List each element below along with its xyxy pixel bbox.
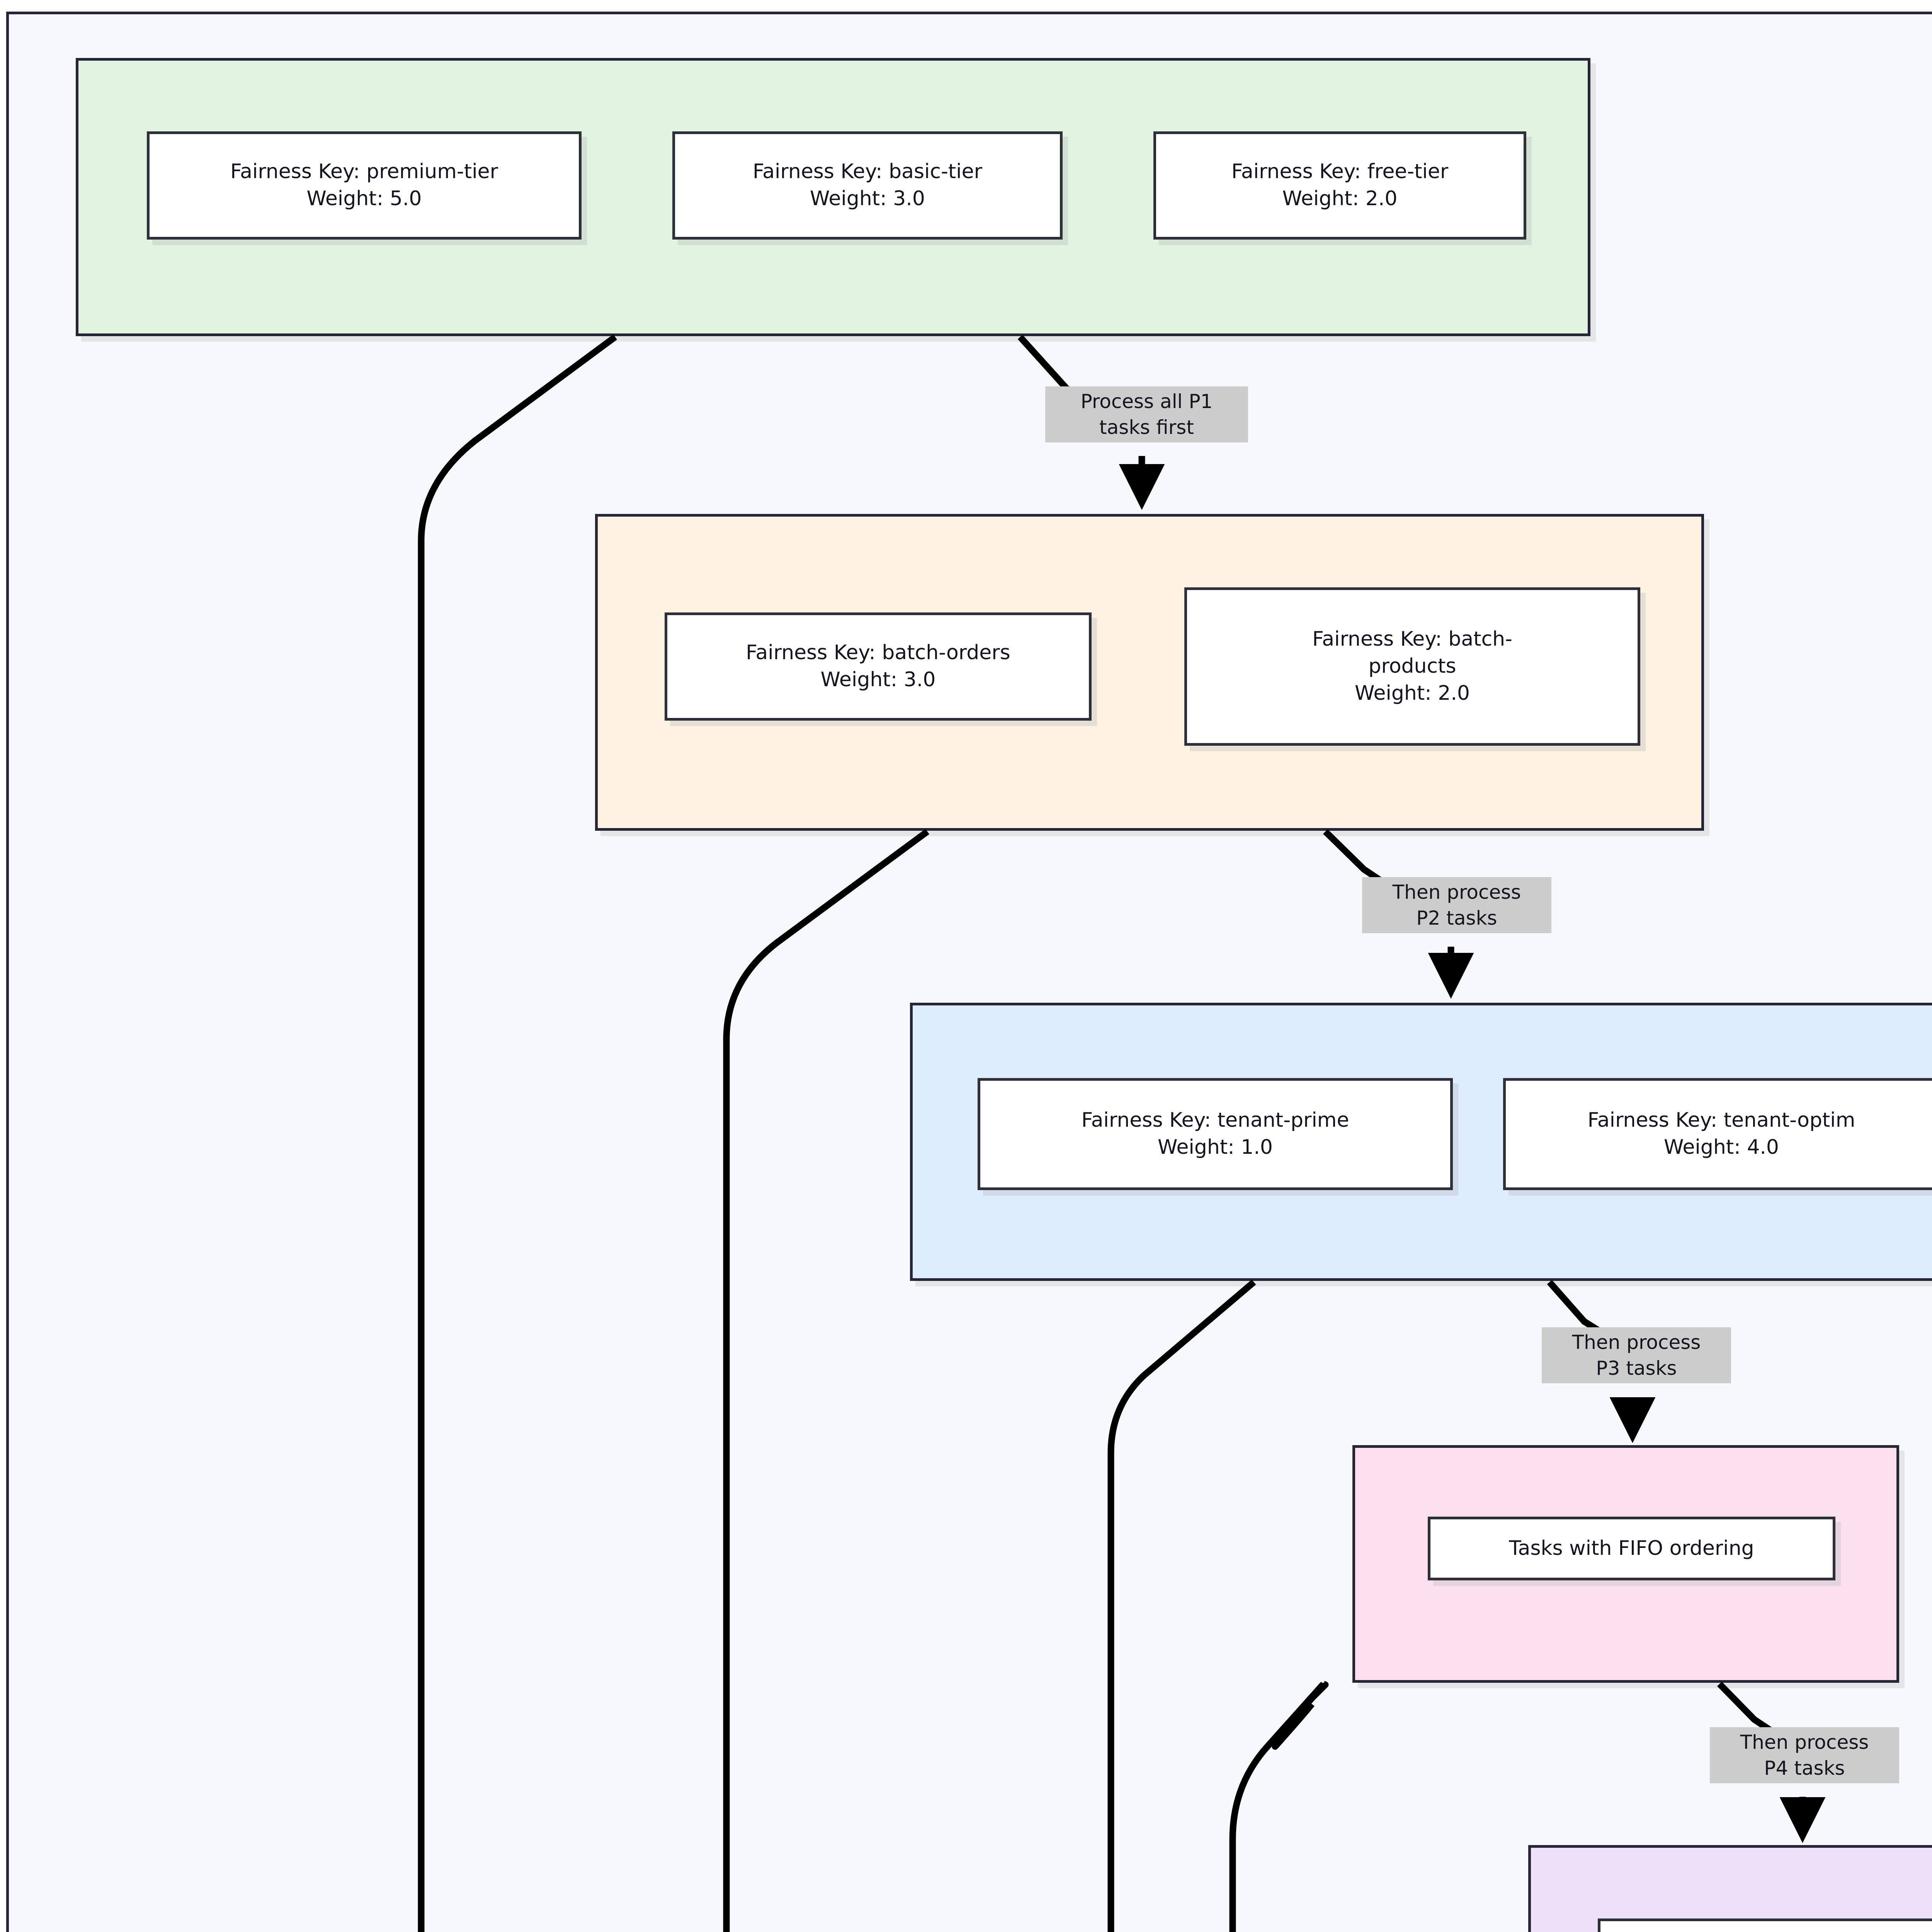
cluster-priority-level-5[interactable] (1528, 1845, 1932, 1932)
node-fairness-batch-products[interactable]: Fairness Key: batch- products Weight: 2.… (1184, 587, 1640, 746)
edge-label-then-process-p3: Then process P3 tasks (1542, 1327, 1731, 1383)
node-fairness-batch-orders[interactable]: Fairness Key: batch-orders Weight: 3.0 (665, 612, 1092, 721)
node-line: Weight: 2.0 (1355, 681, 1470, 705)
edge-label-line: Process all P1 (1080, 390, 1213, 413)
node-fairness-tenant-prime[interactable]: Fairness Key: tenant-prime Weight: 1.0 (978, 1078, 1453, 1190)
edge-label-process-all-p1: Process all P1 tasks first (1045, 386, 1248, 442)
node-line: Fairness Key: basic-tier (752, 160, 983, 184)
node-line: Weight: 1.0 (1158, 1136, 1273, 1159)
edge-label-line: Then process (1740, 1731, 1869, 1753)
node-line: Fairness Key: batch-orders (746, 641, 1010, 665)
node-p4-fifo-tasks[interactable]: Tasks with FIFO ordering (1428, 1517, 1835, 1580)
node-line: Fairness Key: premium-tier (230, 160, 498, 184)
node-line: Weight: 3.0 (810, 187, 925, 210)
node-line: Weight: 4.0 (1664, 1136, 1779, 1159)
edge-label-line: P3 tasks (1596, 1357, 1677, 1379)
node-line: Tasks with FIFO ordering (1509, 1536, 1754, 1560)
edge-label-line: Then process (1392, 881, 1521, 903)
node-line: Weight: 2.0 (1282, 187, 1398, 210)
node-line: Fairness Key: tenant-optim (1587, 1109, 1855, 1132)
node-fairness-basic-tier[interactable]: Fairness Key: basic-tier Weight: 3.0 (672, 131, 1063, 240)
edge-label-then-process-p4: Then process P4 tasks (1710, 1727, 1899, 1783)
node-line: products (1368, 655, 1456, 678)
node-line: Fairness Key: batch- (1312, 628, 1512, 651)
node-line: Weight: 5.0 (306, 187, 422, 210)
edge-label-line: P2 tasks (1416, 906, 1497, 929)
node-line: Fairness Key: tenant-prime (1081, 1109, 1349, 1132)
node-fairness-premium-tier[interactable]: Fairness Key: premium-tier Weight: 5.0 (147, 131, 582, 240)
edge-label-line: P4 tasks (1764, 1757, 1845, 1779)
edge-label-line: Then process (1572, 1331, 1701, 1354)
node-fairness-free-tier[interactable]: Fairness Key: free-tier Weight: 2.0 (1153, 131, 1526, 240)
node-p5-fifo-tasks[interactable]: Tasks with FIFO ordering (1598, 1918, 1932, 1932)
node-fairness-tenant-optim[interactable]: Fairness Key: tenant-optim Weight: 4.0 (1503, 1078, 1932, 1190)
edge-label-then-process-p2: Then process P2 tasks (1362, 877, 1551, 933)
edge-label-line: tasks first (1099, 416, 1194, 439)
node-line: Fairness Key: free-tier (1231, 160, 1449, 184)
node-line: Weight: 3.0 (820, 668, 936, 691)
